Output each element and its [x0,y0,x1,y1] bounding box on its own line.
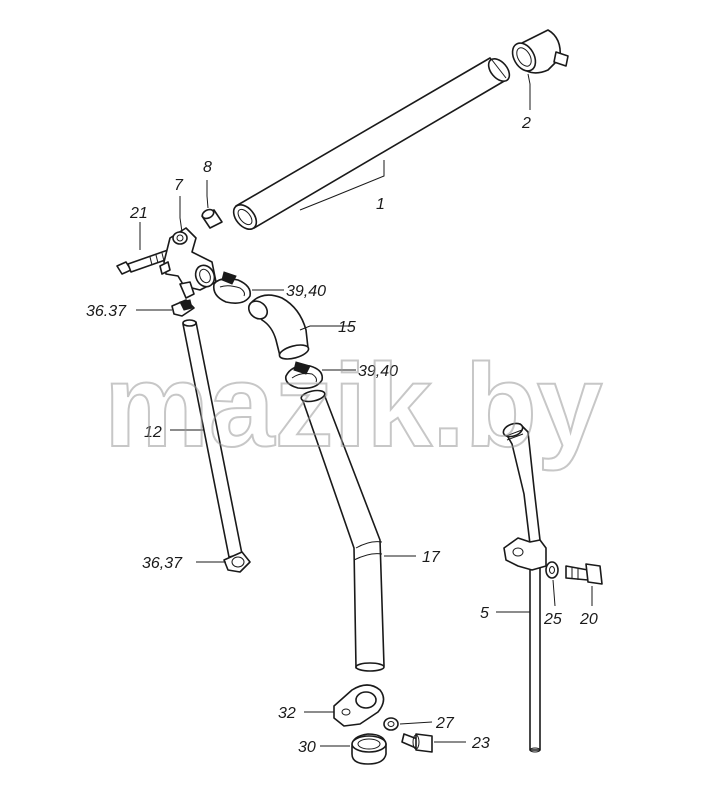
part-32-clamp [333,684,385,727]
part-39-40-lower-clamp [284,361,324,390]
watermark-text: mazik.by [104,340,602,472]
callout-36-37-upper: 36.37 [86,303,127,320]
part-8-sleeve [201,208,223,229]
callout-12: 12 [144,424,162,441]
part-36-37-lower-clip [223,551,251,573]
callout-17: 17 [422,549,441,566]
callout-1: 1 [376,196,385,213]
part-27-washer [383,717,399,731]
part-36-37-upper-clip [171,299,195,317]
part-30-ring [351,733,387,765]
callout-5: 5 [480,605,489,622]
part-25-washer [545,561,559,579]
callout-30: 30 [298,739,316,756]
callout-39-40-lower: 39,40 [358,363,398,380]
callout-23: 23 [471,735,490,752]
part-21-bolt [116,249,172,275]
part-2-coupling [511,29,569,74]
callout-21: 21 [129,205,148,222]
leader-lines [136,73,593,747]
callout-39-40-upper: 39,40 [286,283,326,300]
part-7-bracket [159,227,217,299]
part-20-bolt [565,563,603,585]
callout-20: 20 [579,611,598,628]
part-5-tube [502,422,547,753]
part-1-long-pipe [232,57,511,230]
callout-15: 15 [338,319,356,336]
callout-labels: 1 2 5 7 8 12 15 17 20 21 23 25 27 30 32 … [86,115,598,756]
callout-32: 32 [278,705,296,722]
part-39-40-upper-clamp [212,271,252,304]
part-17-bent-pipe [300,389,385,672]
part-15-elbow-hose [247,294,310,360]
callout-2: 2 [521,115,531,132]
callout-7: 7 [174,177,184,194]
callout-25: 25 [543,611,562,628]
callout-8: 8 [203,159,212,176]
part-23-bolt [401,733,433,753]
callout-27: 27 [435,715,455,732]
callout-36-37-lower: 36,37 [142,555,183,572]
